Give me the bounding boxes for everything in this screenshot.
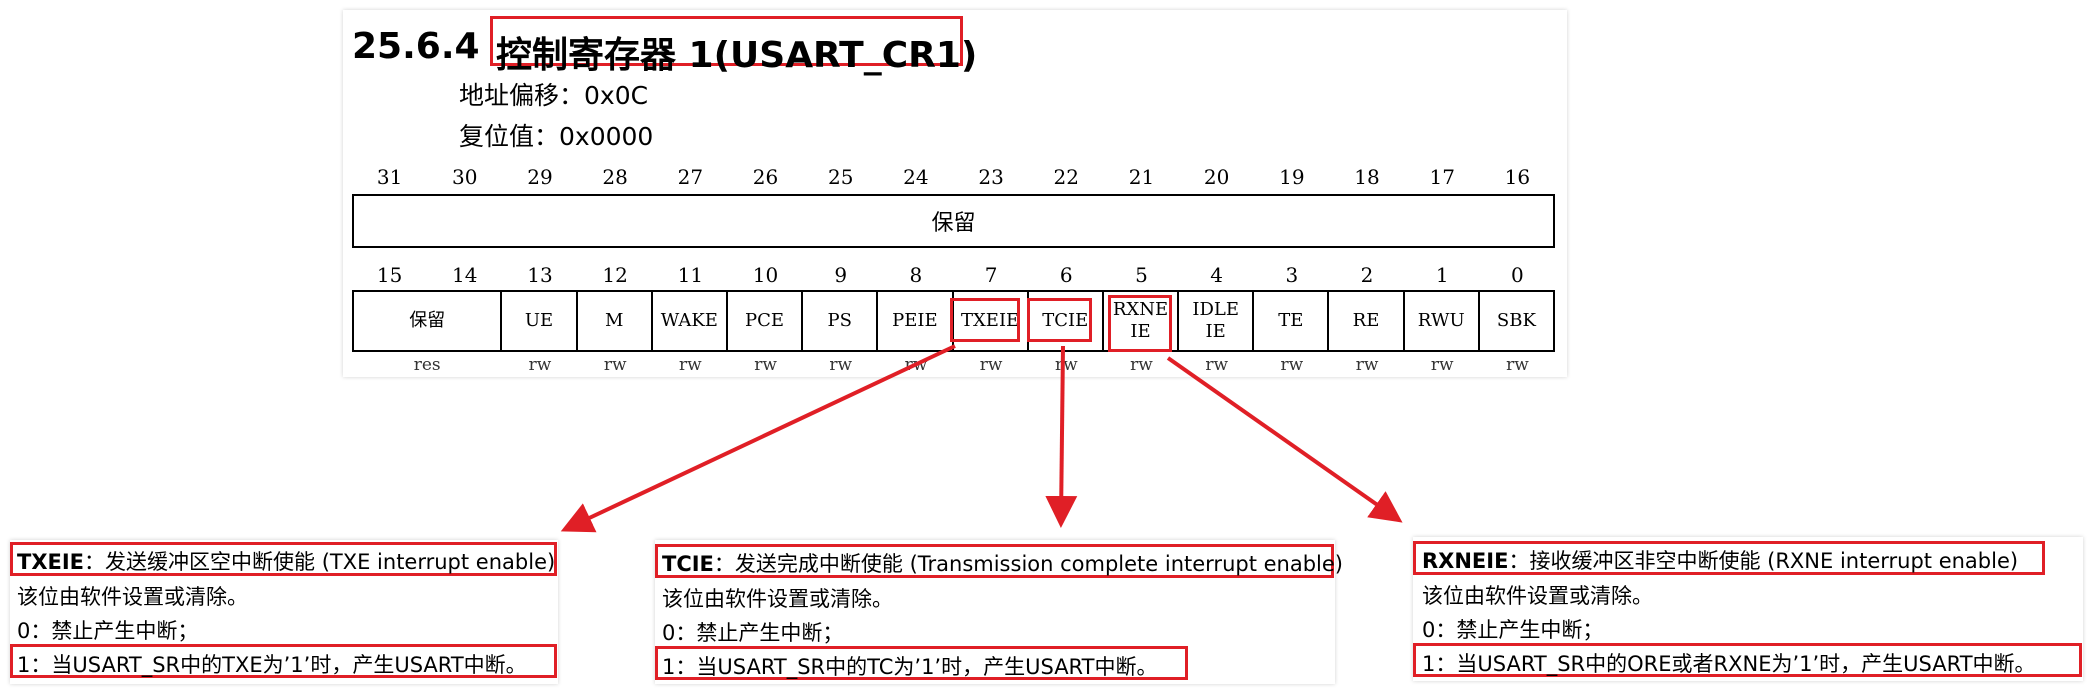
access-type: rw [528, 355, 552, 375]
tcie-description: TCIE：发送完成中断使能 (Transmission complete int… [655, 540, 1343, 684]
access-type: rw [1130, 355, 1153, 375]
rxneie-description: RXNEIE：接收缓冲区非空中断使能 (RXNE interrupt enabl… [1413, 537, 2083, 681]
register-panel: 25.6.4 控制寄存器 1(USART_CR1) 地址偏移：0x0C 复位值：… [343, 10, 1567, 377]
access-type: rw [1205, 355, 1228, 375]
section-title: 控制寄存器 1(USART_CR1) [496, 35, 978, 76]
reset-value: 复位值：0x0000 [459, 122, 654, 151]
bit-number: 28 [602, 165, 628, 189]
title-highlight-box [490, 16, 963, 66]
bit-number: 1 [1435, 263, 1449, 287]
txeie-line3-box [10, 644, 557, 678]
bit-number: 20 [1203, 165, 1230, 189]
section-number: 25.6.4 [352, 26, 480, 67]
bit-number: 25 [827, 165, 854, 189]
txeie-description: TXEIE：发送缓冲区空中断使能 (TXE interrupt enable) … [10, 540, 558, 684]
bit-number: 3 [1285, 263, 1299, 287]
bit-number: 7 [984, 263, 998, 287]
access-type: rw [603, 355, 627, 375]
txeie-line3: 1：当USART_SR中的TXE为’1’时，产生USART中断。 [17, 653, 527, 677]
field-m: M [577, 290, 653, 352]
rxneie-highlight [1108, 295, 1172, 352]
bit-number: 4 [1210, 263, 1224, 287]
rxneie-line3: 1：当USART_SR中的ORE或者RXNE为’1’时，产生USART中断。 [1422, 652, 2036, 676]
bit-number: 23 [978, 165, 1004, 189]
txeie-line2: 0：禁止产生中断； [17, 619, 199, 643]
bit-number: 10 [752, 263, 779, 287]
tcie-line3: 1：当USART_SR中的TC为’1’时，产生USART中断。 [662, 655, 1158, 679]
access-type: rw [679, 355, 702, 375]
arrow-to-rxneie [1166, 356, 1403, 523]
access-type: res [413, 355, 441, 375]
field-保留: 保留 [352, 290, 503, 352]
reserved-high-field: 保留 [352, 194, 1555, 248]
bit-number: 11 [677, 263, 704, 287]
access-type: rw [1355, 355, 1379, 375]
address-offset: 地址偏移：0x0C [459, 81, 649, 110]
rxneie-line2: 0：禁止产生中断； [1422, 618, 1604, 642]
bit-number: 12 [602, 263, 628, 287]
field-pce: PCE [727, 290, 804, 352]
bit-number: 16 [1504, 165, 1531, 189]
bit-number: 6 [1059, 263, 1073, 287]
bit-number: 30 [452, 165, 478, 189]
rxneie-title: RXNEIE：接收缓冲区非空中断使能 (RXNE interrupt enabl… [1422, 549, 2019, 573]
field-ps: PS [803, 290, 879, 352]
access-type: rw [754, 355, 777, 375]
field-sbk: SBK [1479, 290, 1555, 352]
txeie-title: TXEIE：发送缓冲区空中断使能 (TXE interrupt enable) [17, 550, 556, 574]
access-row: res rw rw rw rw rw rw rw rw rw rw rw rw rw rw [352, 355, 1555, 377]
field-ue: UE [502, 290, 578, 352]
access-type: rw [1054, 355, 1078, 375]
access-type: rw [1430, 355, 1454, 375]
field-re: RE [1329, 290, 1405, 352]
tcie-line2: 0：禁止产生中断； [662, 621, 844, 645]
rxneie-line1: 该位由软件设置或清除。 [1422, 584, 1653, 608]
bit-number: 0 [1511, 263, 1524, 287]
bit-number: 17 [1429, 165, 1455, 189]
bit-number: 2 [1360, 263, 1374, 287]
field-rxneie: RXNE IE [1103, 290, 1180, 352]
txeie-highlight [950, 298, 1020, 342]
bit-number: 24 [903, 165, 929, 189]
field-wake: WAKE [652, 290, 728, 352]
access-type: rw [1280, 355, 1304, 375]
access-type: rw [1506, 355, 1529, 375]
bit-number: 27 [677, 165, 704, 189]
access-type: rw [904, 355, 928, 375]
txeie-line1: 该位由软件设置或清除。 [17, 585, 248, 609]
tcie-highlight [1027, 298, 1092, 342]
bit-number: 18 [1354, 165, 1380, 189]
tcie-line3-box [655, 646, 1188, 680]
bit-numbers-high: 31 30 29 28 27 26 25 24 23 22 21 20 19 18 17 16 [352, 165, 1555, 189]
bit-number: 5 [1135, 263, 1148, 287]
bit-number: 9 [834, 263, 848, 287]
bit-number: 13 [527, 263, 553, 287]
field-peie: PEIE [878, 290, 954, 352]
field-te: TE [1254, 290, 1330, 352]
tcie-line1: 该位由软件设置或清除。 [662, 587, 893, 611]
access-type: rw [829, 355, 853, 375]
txeie-title-box [10, 542, 557, 576]
bit-number: 26 [752, 165, 779, 189]
bit-number: 21 [1128, 165, 1155, 189]
field-idleie: IDLE IE [1179, 290, 1255, 352]
bit-number: 8 [909, 263, 923, 287]
bit-number: 15 [376, 263, 403, 287]
tcie-title-box [655, 544, 1334, 578]
rxneie-line3-box [1413, 643, 2082, 677]
bit-number: 14 [452, 263, 478, 287]
bit-number: 29 [527, 165, 553, 189]
access-type: rw [979, 355, 1003, 375]
tcie-title: TCIE：发送完成中断使能 (Transmission complete int… [662, 552, 1343, 576]
rxneie-title-box [1413, 541, 2045, 575]
bit-number: 22 [1053, 165, 1079, 189]
bit-number: 19 [1279, 165, 1305, 189]
field-rwu: RWU [1404, 290, 1480, 352]
bit-number: 31 [376, 165, 403, 189]
